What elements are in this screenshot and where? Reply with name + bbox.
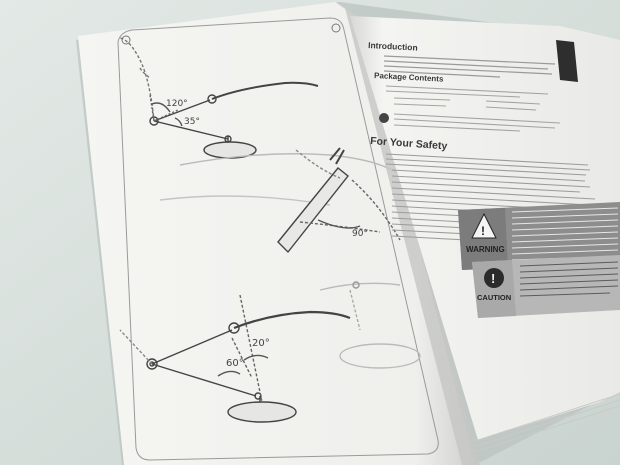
angle-label-35: 35° [184,117,200,127]
page-stack-edges [473,393,620,453]
heading-for-your-safety: For Your Safety [370,135,448,152]
warning-text-lines [511,207,619,261]
heading-introduction: Introduction [368,40,418,53]
note-text-lines [393,113,561,132]
svg-text:!: ! [491,271,495,286]
intro-text-lines [383,55,556,78]
angle-label-20: 20° [252,338,270,349]
caution-text-lines [519,261,619,297]
angle-label-60: 60° [226,358,244,369]
heading-package-contents: Package Contents [374,71,444,84]
lamp-diagram-bottom [119,281,421,423]
angle-label-90: 90° [352,229,368,239]
book-spine-shadow [345,8,480,465]
warning-label: WARNING [466,245,505,254]
svg-text:!: ! [481,224,485,238]
lamp-diagram-middle [159,147,401,254]
caution-label: CAUTION [477,293,511,302]
page-tab [556,40,578,82]
caution-circle-icon: ! [484,268,504,288]
angle-label-120: 120° [166,99,188,109]
package-text-lines [385,85,549,111]
warning-triangle-icon: ! [471,212,497,239]
right-page: Introduction Package Contents For Your S… [350,16,620,440]
lamp-diagram-top [119,37,319,159]
note-icon [379,113,389,123]
